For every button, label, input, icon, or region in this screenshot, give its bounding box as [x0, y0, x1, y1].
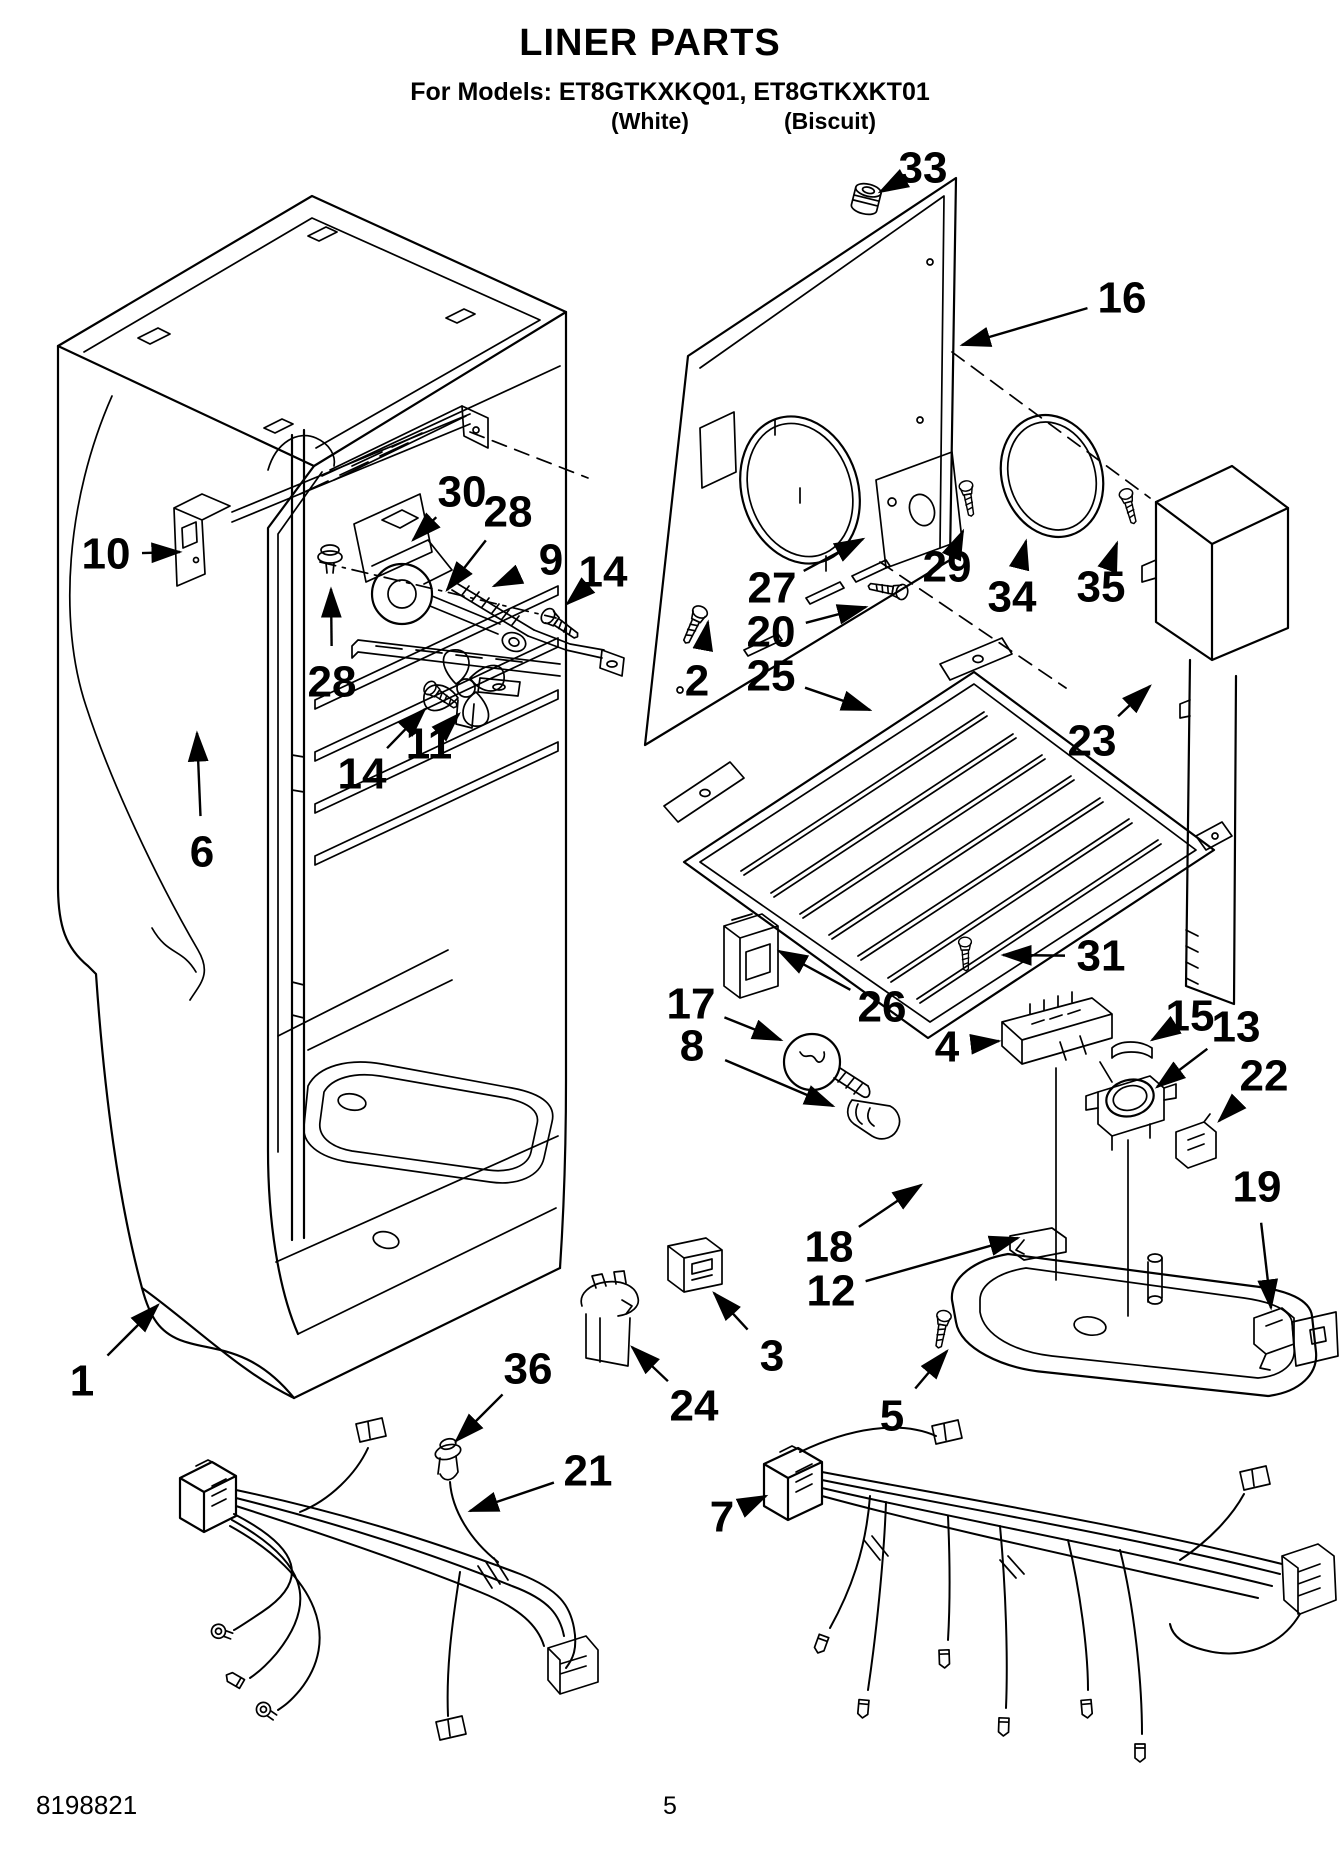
callout-leader-31 — [1000, 944, 1066, 966]
callout-leader-22 — [1217, 1093, 1247, 1123]
part-callout-15: 15 — [1166, 992, 1215, 1041]
part-callout-23: 23 — [1068, 717, 1117, 766]
part-callout-36: 36 — [504, 1345, 553, 1394]
part-callout-28: 28 — [484, 488, 533, 537]
part-callout-9: 9 — [539, 536, 563, 585]
part-callout-19: 19 — [1233, 1163, 1282, 1212]
callout-leader-1 — [106, 1303, 160, 1357]
wiring-harness-left — [178, 1417, 599, 1741]
part-callout-18: 18 — [805, 1223, 854, 1272]
callout-leader-27 — [803, 537, 866, 572]
part-callout-22: 22 — [1240, 1052, 1289, 1101]
grommet-33 — [850, 182, 882, 216]
part-callout-24: 24 — [670, 1382, 719, 1431]
part-callout-11: 11 — [406, 720, 453, 769]
part-callout-10: 10 — [82, 530, 131, 579]
callout-leader-14 — [386, 707, 427, 749]
evaporator-plate — [663, 637, 1233, 1040]
callout-leader-7 — [735, 1494, 769, 1518]
part-callout-34: 34 — [988, 573, 1037, 622]
callout-leader-12 — [865, 1235, 1021, 1283]
part-callout-26: 26 — [858, 983, 907, 1032]
callout-leader-33 — [877, 168, 911, 194]
callout-leader-35 — [1097, 540, 1119, 574]
part-callout-8: 8 — [680, 1022, 704, 1071]
callout-leader-24 — [630, 1345, 669, 1383]
callout-leader-4 — [969, 1033, 1002, 1055]
callout-leader-29 — [941, 528, 965, 562]
callout-leader-28 — [445, 539, 487, 593]
callout-leader-30 — [411, 512, 441, 542]
part-callout-3: 3 — [760, 1332, 784, 1381]
top-rails-and-brackets — [173, 405, 625, 729]
models-line: For Models: ET8GTKXKQ01, ET8GTKXKT01 — [410, 78, 930, 106]
callout-leader-13 — [1154, 1047, 1209, 1089]
callout-leader-11 — [431, 712, 461, 742]
callout-leader-25 — [804, 686, 873, 712]
callout-leader-16 — [959, 306, 1088, 347]
part-callout-6: 6 — [190, 828, 214, 877]
callout-leader-36 — [454, 1393, 504, 1443]
light-and-controls — [434, 913, 1339, 1481]
finish-label-biscuit: (Biscuit) — [784, 108, 876, 134]
callout-leader-19 — [1257, 1222, 1279, 1311]
callout-leader-5 — [914, 1349, 949, 1390]
part-callout-28: 28 — [308, 658, 357, 707]
callout-leader-26 — [776, 949, 851, 991]
callout-leader-28 — [320, 586, 342, 647]
page-title: LINER PARTS — [519, 22, 781, 64]
back-panel — [643, 176, 1151, 747]
callout-leader-18 — [858, 1183, 924, 1228]
callout-leader-2 — [692, 619, 713, 653]
callout-leader-6 — [187, 730, 209, 817]
part-callout-30: 30 — [438, 468, 487, 517]
callout-leader-23 — [1117, 684, 1152, 718]
part-callout-27: 27 — [748, 564, 797, 613]
part-callout-2: 2 — [685, 657, 709, 706]
air-duct — [1141, 464, 1290, 1006]
part-callout-21: 21 — [564, 1447, 613, 1496]
document-number: 8198821 — [36, 1790, 138, 1820]
part-callout-13: 13 — [1212, 1003, 1261, 1052]
callout-leader-21 — [467, 1481, 555, 1513]
part-callout-17: 17 — [667, 980, 716, 1029]
callout-leader-10 — [141, 542, 183, 564]
part-callout-4: 4 — [935, 1023, 960, 1072]
part-callout-5: 5 — [880, 1392, 904, 1441]
part-callout-14: 14 — [338, 750, 387, 799]
callout-leader-20 — [805, 604, 869, 625]
part-callout-7: 7 — [710, 1493, 734, 1542]
part-callout-29: 29 — [923, 543, 972, 592]
callout-leader-3 — [712, 1291, 749, 1331]
callout-leader-8 — [724, 1058, 836, 1108]
callout-leader-15 — [1149, 1015, 1182, 1042]
callout-leader-17 — [723, 1016, 784, 1042]
callout-leader-34 — [1008, 538, 1030, 572]
part-callout-35: 35 — [1077, 563, 1126, 612]
part-callout-31: 31 — [1077, 932, 1126, 981]
callout-leader-14 — [565, 577, 596, 606]
part-callout-1: 1 — [70, 1357, 94, 1406]
part-callout-12: 12 — [807, 1267, 856, 1316]
callout-leader-9 — [491, 564, 525, 588]
part-callout-14: 14 — [579, 548, 628, 597]
wiring-harness-right — [762, 1419, 1337, 1763]
part-callout-33: 33 — [899, 144, 948, 193]
fan-blade — [423, 649, 505, 729]
part-callout-20: 20 — [747, 608, 796, 657]
page-number: 5 — [663, 1792, 677, 1820]
cabinet-liner — [56, 194, 568, 1400]
part-callout-25: 25 — [747, 652, 796, 701]
part-callout-16: 16 — [1098, 274, 1147, 323]
finish-label-white: (White) — [611, 108, 689, 134]
